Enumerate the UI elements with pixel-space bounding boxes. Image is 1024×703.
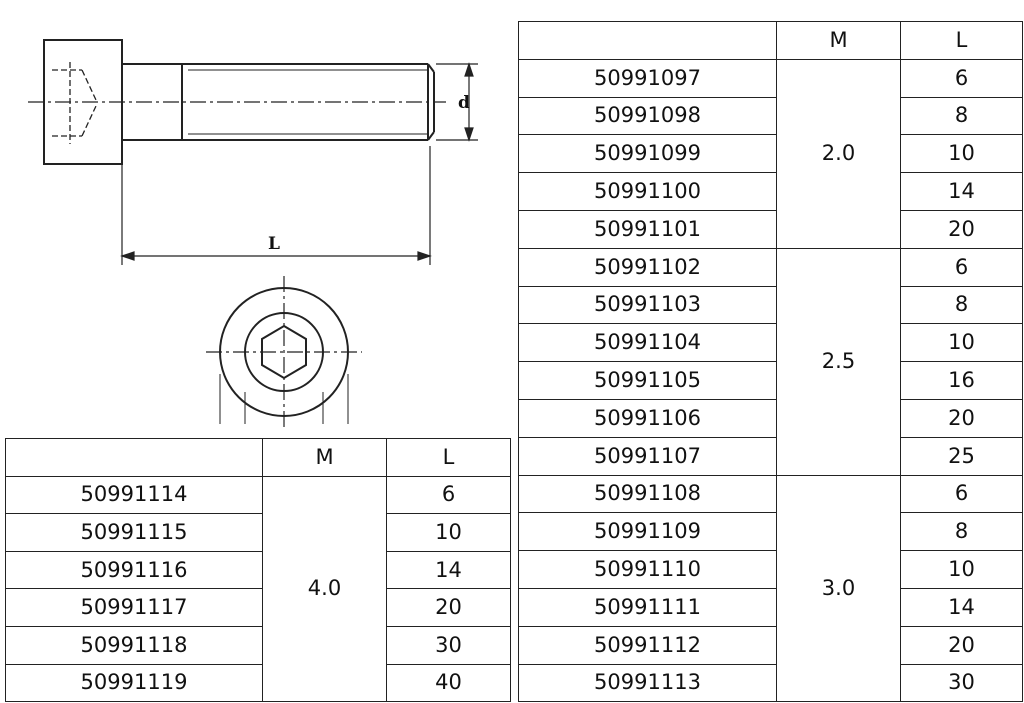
header-cell: L <box>386 438 511 477</box>
table-row: 50991117 20 <box>5 588 511 627</box>
part-number-cell: 50991098 <box>518 96 777 136</box>
header-cell <box>5 438 263 477</box>
thread-size-cell: 2.5 <box>776 247 901 476</box>
length-cell: 10 <box>900 134 1023 174</box>
part-number-cell: 50991097 <box>518 58 777 98</box>
screw-end-view <box>206 276 362 430</box>
part-number-cell: 50991113 <box>518 663 777 703</box>
part-number-cell: 50991106 <box>518 398 777 438</box>
part-number-cell: 50991102 <box>518 247 777 287</box>
length-cell: 30 <box>900 663 1023 703</box>
dimension-label-L: L <box>268 234 280 254</box>
table-row: 50991110 10 <box>518 550 1023 589</box>
part-number-cell: 50991111 <box>518 587 777 627</box>
length-cell: 25 <box>900 436 1023 476</box>
length-cell: 20 <box>386 588 511 627</box>
thread-size-cell: 3.0 <box>776 474 901 703</box>
part-number-cell: 50991103 <box>518 285 777 325</box>
part-number-cell: 50991104 <box>518 323 777 363</box>
length-cell: 14 <box>900 587 1023 627</box>
length-cell: 14 <box>900 172 1023 211</box>
table-row: 50991116 14 <box>5 550 511 590</box>
length-cell: 20 <box>900 398 1023 438</box>
table-row: 50991105 16 <box>518 361 1023 400</box>
screw-technical-drawing: d L <box>28 39 478 430</box>
table-row: 50991104 10 <box>518 323 1023 363</box>
table-row: 50991112 20 <box>518 625 1023 665</box>
part-number-cell: 50991107 <box>518 436 777 476</box>
table-row: 50991113 30 <box>518 663 1023 703</box>
part-number-cell: 50991115 <box>5 513 263 552</box>
table-row: 50991101 20 <box>518 209 1023 249</box>
length-cell: 16 <box>900 361 1023 400</box>
table-row: 50991109 8 <box>518 512 1023 552</box>
part-number-cell: 50991105 <box>518 361 777 400</box>
table-row: 50991118 30 <box>5 625 511 665</box>
length-cell: 20 <box>900 209 1023 249</box>
part-number-cell: 50991099 <box>518 134 777 174</box>
length-cell: 10 <box>900 323 1023 363</box>
part-number-cell: 50991109 <box>518 512 777 552</box>
table-row: 50991107 25 <box>518 436 1023 476</box>
header-cell <box>518 21 777 60</box>
dimension-label-d: d <box>458 93 470 113</box>
length-cell: 8 <box>900 512 1023 552</box>
table-row: 50991103 8 <box>518 285 1023 325</box>
part-number-cell: 50991119 <box>5 663 263 703</box>
length-cell: 14 <box>386 550 511 590</box>
length-cell: 10 <box>386 513 511 552</box>
header-cell: M <box>776 21 901 60</box>
length-cell: 20 <box>900 625 1023 665</box>
part-number-cell: 50991110 <box>518 550 777 589</box>
part-number-cell: 50991101 <box>518 209 777 249</box>
part-number-cell: 50991117 <box>5 588 263 627</box>
header-cell: M <box>262 438 387 477</box>
table-row: 50991100 14 <box>518 172 1023 211</box>
length-cell: 8 <box>900 285 1023 325</box>
thread-size-cell: 2.0 <box>776 58 901 249</box>
length-cell: 40 <box>386 663 511 703</box>
part-number-cell: 50991118 <box>5 625 263 665</box>
table-row: 50991106 20 <box>518 398 1023 438</box>
part-number-cell: 50991108 <box>518 474 777 514</box>
length-cell: 6 <box>900 474 1023 514</box>
table-row: 50991098 8 <box>518 96 1023 136</box>
length-cell: 6 <box>900 58 1023 98</box>
table-row: 50991099 10 <box>518 134 1023 174</box>
dimension-d <box>436 62 478 142</box>
part-number-cell: 50991100 <box>518 172 777 211</box>
thread-size-cell: 4.0 <box>262 475 387 703</box>
length-cell: 30 <box>386 625 511 665</box>
length-cell: 10 <box>900 550 1023 589</box>
length-cell: 6 <box>900 247 1023 287</box>
table-row: 50991115 10 <box>5 513 511 552</box>
length-cell: 6 <box>386 475 511 515</box>
table-row: 50991119 40 <box>5 663 511 703</box>
part-number-cell: 50991116 <box>5 550 263 590</box>
dimension-L <box>120 146 432 265</box>
header-cell: L <box>900 21 1023 60</box>
length-cell: 8 <box>900 96 1023 136</box>
table-row: 50991111 14 <box>518 587 1023 627</box>
part-number-cell: 50991112 <box>518 625 777 665</box>
part-number-cell: 50991114 <box>5 475 263 515</box>
